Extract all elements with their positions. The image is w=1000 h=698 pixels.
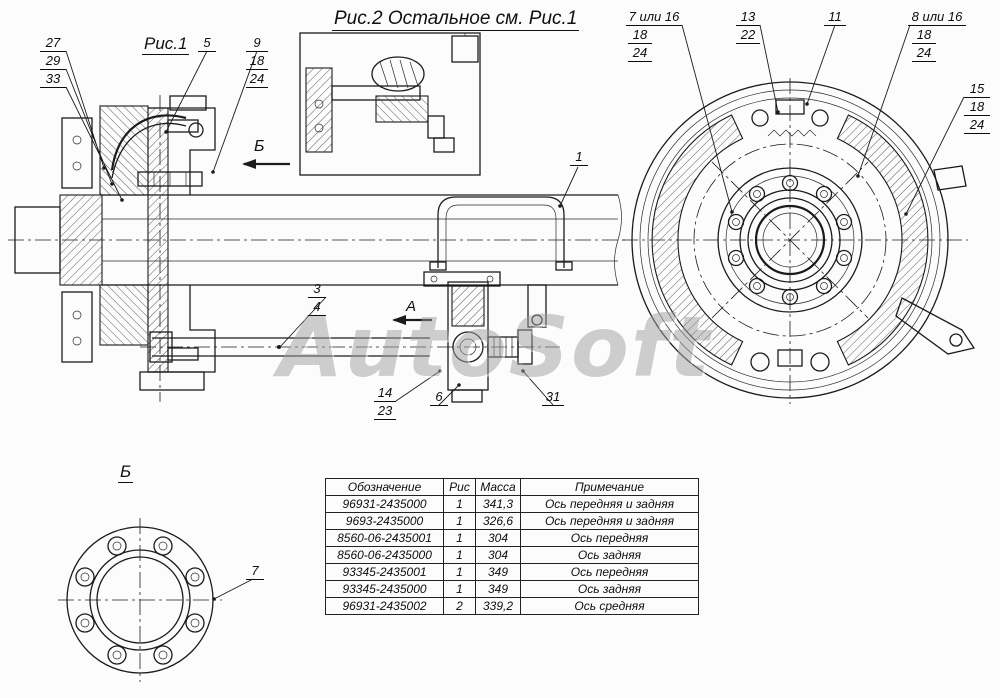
- table-row: 8560-06-2435001 1 304 Ось передняя: [325, 529, 699, 547]
- cell-note: Ось передняя: [520, 563, 699, 581]
- cell-designation: 8560-06-2435001: [325, 529, 444, 547]
- cell-fig: 1: [443, 495, 476, 513]
- header-mass: Масса: [475, 478, 521, 496]
- table-row: 93345-2435000 1 349 Ось задняя: [325, 580, 699, 598]
- fig1-section-view: [8, 95, 625, 403]
- figure1-label: Рис.1: [142, 34, 190, 55]
- cell-fig: 2: [443, 597, 476, 615]
- header-note: Примечание: [520, 478, 699, 496]
- cell-designation: 96931-2435002: [325, 597, 444, 615]
- cell-note: Ось средняя: [520, 597, 699, 615]
- table-row: 93345-2435001 1 349 Ось передняя: [325, 563, 699, 581]
- cell-note: Ось задняя: [520, 546, 699, 564]
- section-arrow-a: [392, 315, 432, 325]
- cell-mass: 339,2: [475, 597, 521, 615]
- leader-lines: [65, 24, 965, 601]
- callout-27: 27: [40, 35, 66, 52]
- callout-9: 9: [246, 35, 268, 52]
- cell-mass: 349: [475, 563, 521, 581]
- cell-designation: 8560-06-2435000: [325, 546, 444, 564]
- cell-note: Ось задняя: [520, 580, 699, 598]
- cell-designation: 9693-2435000: [325, 512, 444, 530]
- header-designation: Обозначение: [325, 478, 444, 496]
- wheel-studs: [727, 174, 853, 306]
- table-row: 9693-2435000 1 326,6 Ось передняя и задн…: [325, 512, 699, 530]
- callout-6: 6: [430, 389, 448, 406]
- callout-31: 31: [542, 389, 564, 406]
- fig2-drum-view: [622, 78, 976, 404]
- callout-1: 1: [570, 149, 588, 166]
- callout-13: 13: [736, 9, 760, 26]
- cell-note: Ось передняя и задняя: [520, 512, 699, 530]
- cell-fig: 1: [443, 580, 476, 598]
- cell-mass: 304: [475, 529, 521, 547]
- callout-5: 5: [198, 35, 216, 52]
- cell-fig: 1: [443, 546, 476, 564]
- callout-23: 23: [374, 403, 396, 420]
- parts-table: Обозначение Рис Масса Примечание 96931-2…: [325, 478, 699, 615]
- table-row: 96931-2435002 2 339,2 Ось средняя: [325, 597, 699, 615]
- callout-18a: 18: [246, 53, 268, 70]
- callout-24a: 24: [246, 71, 268, 88]
- callout-18c: 18: [912, 27, 936, 44]
- callout-15: 15: [964, 81, 990, 98]
- cell-fig: 1: [443, 563, 476, 581]
- cell-note: Ось передняя: [520, 529, 699, 547]
- callout-33: 33: [40, 71, 66, 88]
- header-fig: Рис: [443, 478, 476, 496]
- callout-18b: 18: [628, 27, 652, 44]
- callout-29: 29: [40, 53, 66, 70]
- cell-designation: 93345-2435001: [325, 563, 444, 581]
- callout-18d: 18: [964, 99, 990, 116]
- cell-fig: 1: [443, 529, 476, 547]
- view-b-label: Б: [118, 462, 134, 483]
- inset-detail-view: [299, 32, 481, 176]
- table-row: 8560-06-2435000 1 304 Ось задняя: [325, 546, 699, 564]
- callout-24b: 24: [628, 45, 652, 62]
- callout-24c: 24: [912, 45, 936, 62]
- callout-4: 4: [308, 299, 326, 316]
- cell-designation: 93345-2435000: [325, 580, 444, 598]
- cell-designation: 96931-2435000: [325, 495, 444, 513]
- figure2-title: Рис.2 Остальное см. Рис.1: [332, 8, 580, 31]
- callout-7: 7: [246, 563, 264, 580]
- callout-3: 3: [308, 281, 326, 298]
- table-header-row: Обозначение Рис Масса Примечание: [325, 478, 699, 496]
- callout-24d: 24: [964, 117, 990, 134]
- view-b-flange: [58, 518, 222, 682]
- cell-note: Ось передняя и задняя: [520, 495, 699, 513]
- cell-mass: 349: [475, 580, 521, 598]
- callout-7-or-16: 7 или 16: [626, 9, 682, 26]
- section-a-letter: А: [406, 298, 417, 315]
- flange-bolts: [75, 536, 205, 665]
- table-row: 96931-2435000 1 341,3 Ось передняя и зад…: [325, 495, 699, 513]
- cell-mass: 326,6: [475, 512, 521, 530]
- section-arrow-b: [242, 159, 290, 169]
- callout-8-or-16: 8 или 16: [908, 9, 966, 26]
- cell-mass: 304: [475, 546, 521, 564]
- section-b-letter: Б: [254, 138, 265, 155]
- callout-14: 14: [374, 385, 396, 402]
- callout-22: 22: [736, 27, 760, 44]
- cell-mass: 341,3: [475, 495, 521, 513]
- cell-fig: 1: [443, 512, 476, 530]
- callout-11: 11: [824, 9, 846, 26]
